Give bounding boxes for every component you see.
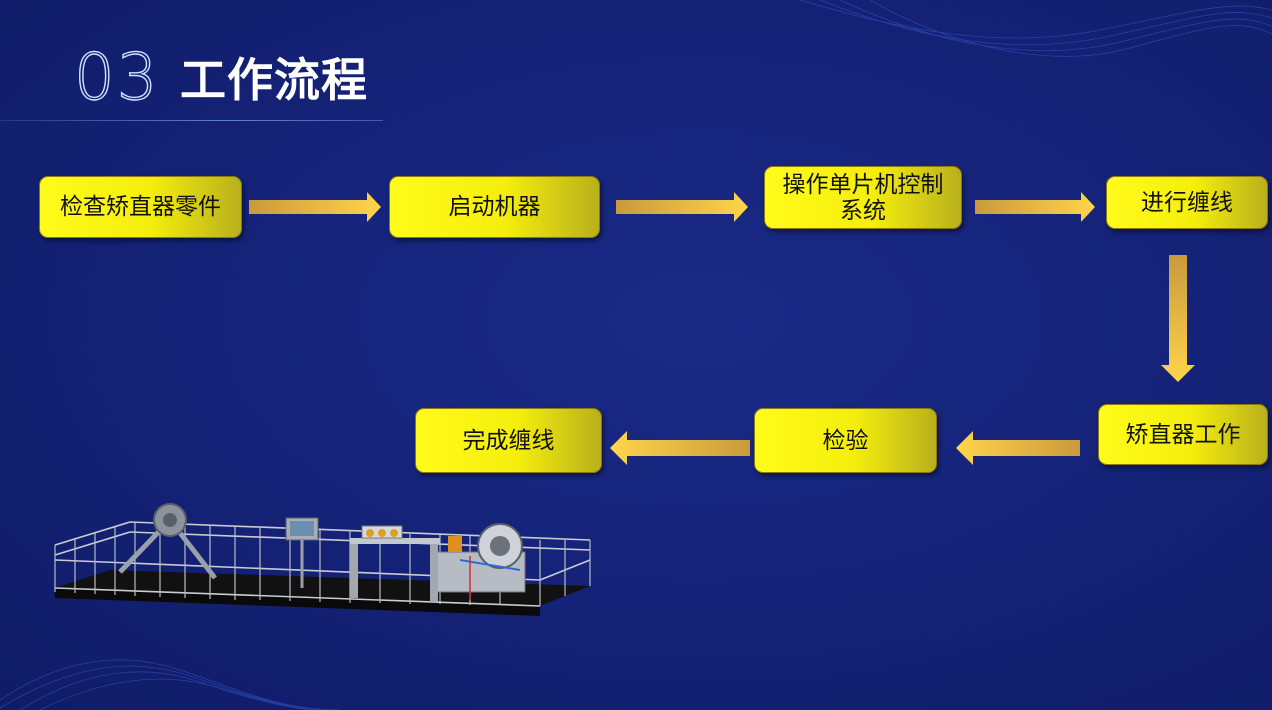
step-complete: 完成缠线 <box>415 408 602 473</box>
section-number: 03 <box>73 41 160 115</box>
step-check-parts: 检查矫直器零件 <box>39 176 242 238</box>
step-winding-label: 进行缠线 <box>1141 189 1233 216</box>
step-start-machine-label: 启动机器 <box>448 194 541 220</box>
step-complete-label: 完成缠线 <box>462 427 555 454</box>
step-check-parts-label: 检查矫直器零件 <box>60 194 221 220</box>
step-inspect-label: 检验 <box>822 427 869 454</box>
arrow-down <box>1161 255 1195 382</box>
step-operate-mcu-label: 操作单片机控制系统 <box>782 171 944 224</box>
arrow-left-1 <box>956 431 1080 465</box>
step-straightener-work-label: 矫直器工作 <box>1125 421 1241 448</box>
arrow-right-1 <box>249 192 381 222</box>
wave-decoration-bottom <box>0 659 341 710</box>
step-winding: 进行缠线 <box>1106 176 1268 229</box>
step-start-machine: 启动机器 <box>389 176 600 238</box>
step-inspect: 检验 <box>754 408 937 473</box>
arrow-right-3 <box>975 192 1095 222</box>
page-title: 工作流程 <box>180 53 368 107</box>
arrow-right-2 <box>616 192 748 222</box>
header-divider <box>0 120 383 121</box>
step-operate-mcu: 操作单片机控制系统 <box>764 166 962 229</box>
machine-illustration <box>54 503 591 616</box>
step-straightener-work: 矫直器工作 <box>1098 404 1268 465</box>
arrow-left-2 <box>610 431 750 465</box>
